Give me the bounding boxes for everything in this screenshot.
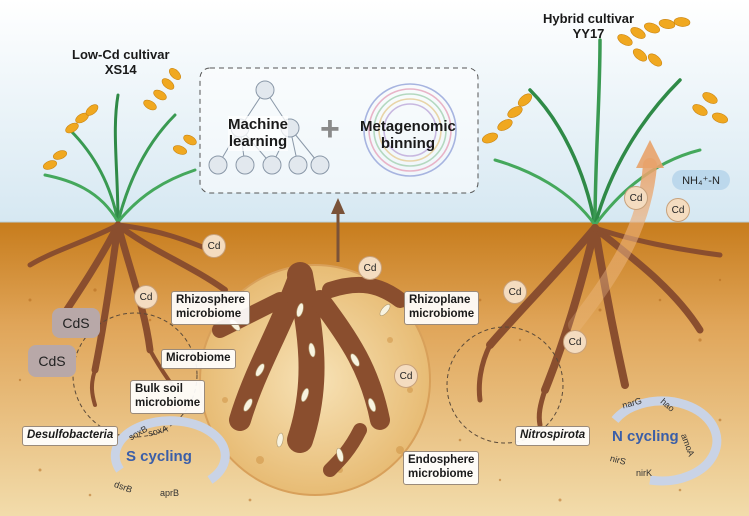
nitrospirota-label: Nitrospirota [515, 426, 591, 446]
microbiome-label: Microbiome [161, 349, 236, 369]
circle-particles [222, 327, 413, 473]
s-cycle-arrow [110, 416, 230, 484]
cd-particle: Cd [134, 285, 158, 309]
cd-particle: Cd [358, 256, 382, 280]
rhizosphere-label: Rhizosphere microbiome [171, 291, 251, 325]
hybrid-cultivar-label: Hybrid cultivar YY17 [543, 11, 635, 42]
cd-particle: Cd [503, 280, 527, 304]
right-bulk-zone [446, 326, 564, 444]
rhizoplane-label: Rhizoplane microbiome [404, 291, 480, 325]
plus-sign: + [320, 110, 340, 148]
left-bulk-zone [72, 312, 198, 438]
s-gene-4: aprB [160, 488, 180, 498]
low-cd-line2: XS14 [104, 61, 137, 77]
cd-particle: Cd [202, 234, 226, 258]
cd-particle: Cd [394, 364, 418, 388]
machine-learning-label: Machine learning [228, 116, 289, 151]
s-cycling-label: S cycling [126, 448, 192, 465]
cd-particle: Cd [624, 186, 648, 210]
metagenomic-binning-label: Metagenomic binning [360, 118, 456, 153]
n-gene-3: nirK [636, 468, 653, 478]
cd-particle: Cd [563, 330, 587, 354]
cds-particle: CdS [52, 308, 100, 338]
binning-rings-icon [363, 83, 457, 177]
endosphere-label: Endosphere microbiome [403, 451, 480, 485]
n-cycling-label: N cycling [612, 428, 679, 445]
n-cycle-arrow [611, 396, 722, 486]
low-cd-cultivar-label: Low-Cd cultivar XS14 [72, 47, 170, 78]
nh4-label: NH₄⁺-N [672, 170, 730, 190]
bacteria-cells [229, 302, 391, 463]
neural-network-icon [208, 80, 330, 175]
bulk-soil-label: Bulk soil microbiome [130, 380, 206, 414]
hybrid-line2: YY17 [572, 25, 605, 41]
right-plant [482, 17, 728, 227]
low-cd-line1: Low-Cd cultivar [72, 47, 170, 62]
uptake-arrow [568, 158, 657, 332]
left-plant [42, 67, 197, 224]
right-roots [476, 224, 723, 428]
cd-particle: Cd [666, 198, 690, 222]
desulfobacteria-label: Desulfobacteria [22, 426, 119, 446]
cds-particle: CdS [28, 345, 76, 377]
hybrid-line1: Hybrid cultivar [543, 11, 635, 26]
